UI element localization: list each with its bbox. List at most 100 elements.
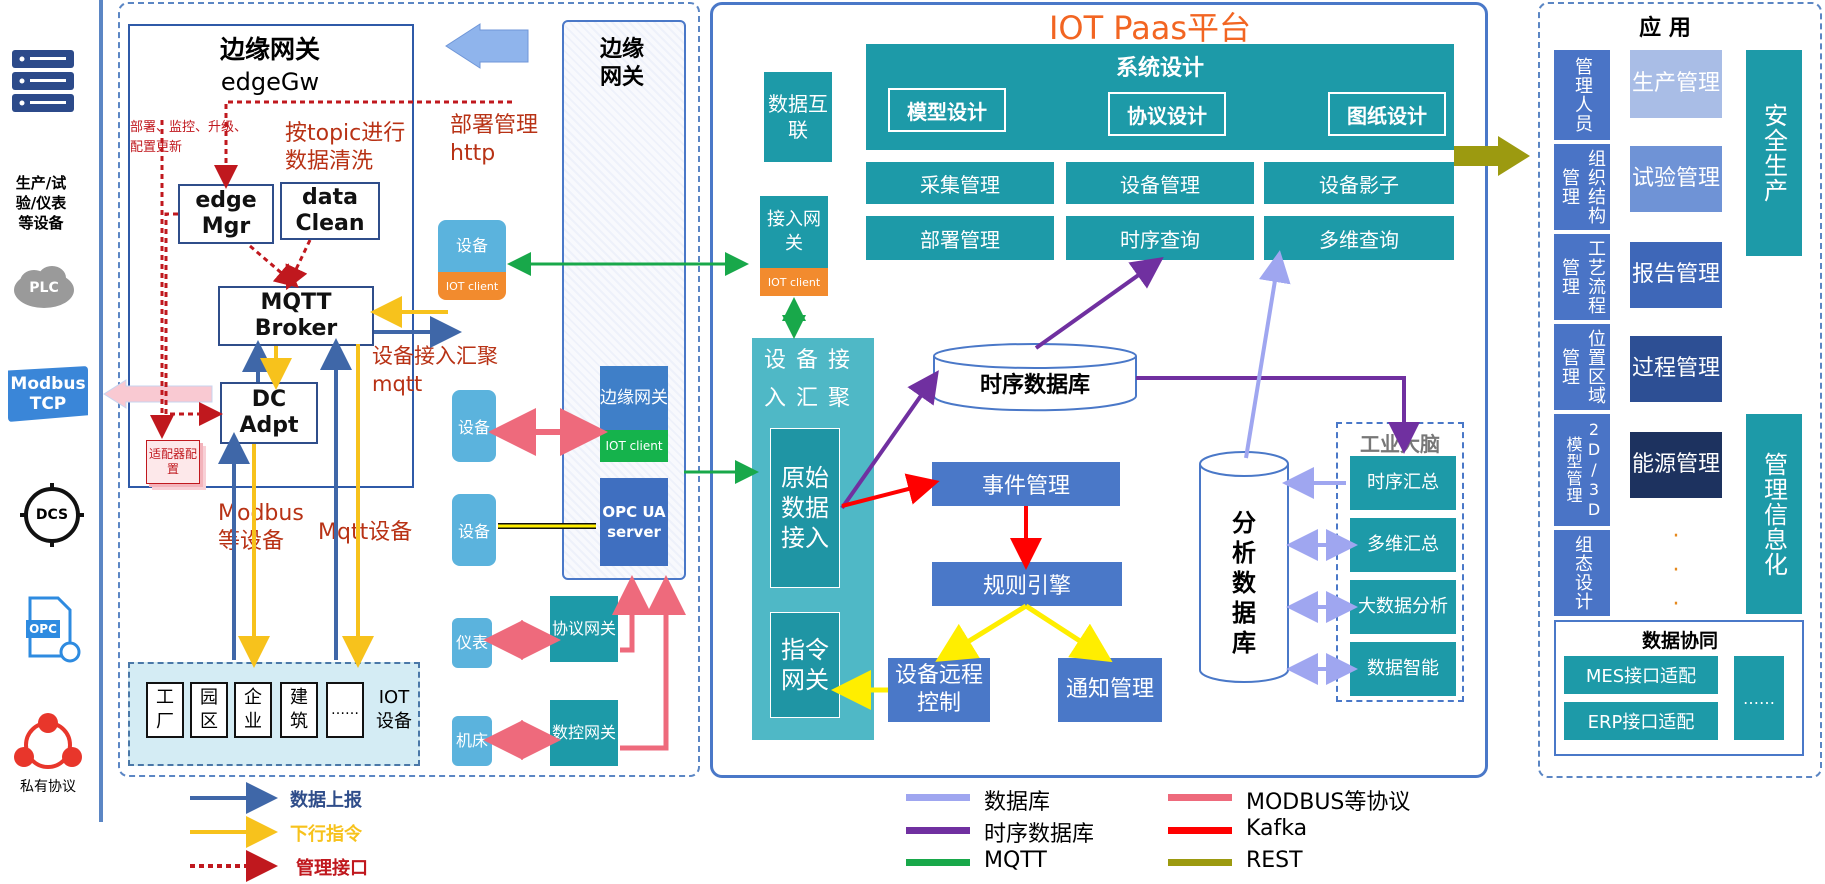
opc-label: OPC: [29, 622, 57, 636]
site-building: 建筑: [280, 682, 318, 738]
meter[interactable]: 仪表: [452, 618, 492, 668]
legend-modbus: MODBUS等协议: [1246, 790, 1411, 815]
machine-tool[interactable]: 机床: [452, 716, 492, 766]
brain-title: 工业大脑: [1360, 431, 1440, 456]
modbus-tcp-badge: Modbus TCP: [8, 366, 88, 422]
device-1-iot-client: IOT client: [438, 272, 506, 300]
edge-gw-subtitle: edgeGw: [220, 68, 320, 96]
plc-label: PLC: [29, 280, 59, 296]
brain-big-data[interactable]: 大数据分析: [1350, 580, 1456, 634]
rule-engine[interactable]: 规则引擎: [932, 562, 1122, 606]
opc-document-icon: [26, 596, 81, 663]
app-test[interactable]: 试验管理: [1630, 146, 1722, 212]
legend-tsdb: 时序数据库: [984, 822, 1095, 847]
data-collab-title: 数据协同: [1641, 629, 1718, 652]
collect-mgmt[interactable]: 采集管理: [866, 162, 1054, 204]
erp-adapter[interactable]: ERP接口适配: [1564, 702, 1718, 740]
protocol-gw[interactable]: 协议网关: [550, 596, 618, 662]
paas-region: [710, 2, 1488, 778]
device-2[interactable]: 设备: [452, 390, 496, 462]
dc-adpt-box[interactable]: DC Adpt: [220, 382, 318, 444]
access-gw-iot-client: IOT client: [760, 268, 828, 296]
device-shadow[interactable]: 设备影子: [1264, 162, 1454, 204]
raw-data-access[interactable]: 原始数据接入: [770, 428, 840, 588]
brain-multi-summary[interactable]: 多维汇总: [1350, 518, 1456, 572]
edge-gw-col-title: 边缘网关: [599, 37, 644, 90]
event-mgmt[interactable]: 事件管理: [932, 462, 1120, 506]
brain-ts-summary[interactable]: 时序汇总: [1350, 456, 1456, 510]
multi-query[interactable]: 多维查询: [1264, 216, 1454, 260]
data-clean-box[interactable]: data Clean: [280, 182, 380, 240]
edge-gw-inner[interactable]: 边缘网关: [600, 366, 668, 430]
device-3[interactable]: 设备: [452, 494, 496, 566]
server-icon: [12, 50, 74, 112]
app-location[interactable]: 位置区域管理: [1554, 324, 1610, 410]
model-design[interactable]: 模型设计: [888, 88, 1006, 132]
deploy-mgmt[interactable]: 部署管理: [866, 216, 1054, 260]
opc-ua-server[interactable]: OPC UA server: [600, 478, 668, 566]
legend-mgmt: 管理接口: [296, 858, 368, 879]
system-design-title: 系统设计: [1115, 56, 1204, 81]
edge-gw-box: [128, 24, 414, 488]
access-gw[interactable]: 接入网关: [760, 196, 828, 268]
deploy-mgmt-label: 部署管理http: [450, 113, 539, 166]
deploy-note: 部署、监控、升级、配置更新: [130, 120, 248, 155]
app-personnel[interactable]: 管理人员: [1554, 50, 1610, 140]
remote-ctrl[interactable]: 设备远程控制: [888, 658, 990, 722]
device-access-title: 设备接入汇聚: [763, 348, 860, 411]
app-safety[interactable]: 安全生产: [1746, 50, 1802, 256]
data-collab-box: [1554, 620, 1804, 756]
site-park: 园区: [190, 682, 228, 738]
site-more: ……: [326, 682, 364, 738]
devices-label: 生产/试验/仪表等设备: [15, 174, 67, 232]
device-mgmt[interactable]: 设备管理: [1066, 162, 1254, 204]
app-process[interactable]: 过程管理: [1630, 336, 1722, 402]
legend-mqtt: MQTT: [984, 848, 1047, 873]
brain-data-intel[interactable]: 数据智能: [1350, 642, 1456, 696]
cmd-gw[interactable]: 指令网关: [770, 612, 840, 718]
protocol-design[interactable]: 协议设计: [1108, 92, 1226, 136]
app-energy[interactable]: 能源管理: [1630, 432, 1722, 498]
legend-kafka: Kafka: [1246, 816, 1308, 841]
dcs-icon: [20, 483, 84, 547]
edge-gw-title: 边缘网关: [219, 35, 320, 64]
paas-title: IOT Paas平台: [1048, 9, 1252, 47]
plc-cloud-icon: [14, 266, 74, 308]
mqtt-dev-label: Mqtt设备: [318, 520, 413, 545]
app-process-flow[interactable]: 工艺流程管理: [1554, 234, 1610, 320]
app-dot-2: ·: [1672, 557, 1680, 583]
left-divider: [99, 0, 103, 822]
private-protocol-icon: [14, 713, 82, 769]
apps-region: [1538, 2, 1822, 778]
mqtt-broker-box[interactable]: MQTT Broker: [218, 286, 374, 346]
mes-adapter[interactable]: MES接口适配: [1564, 656, 1718, 694]
modbus-dev-label: Modbus等设备: [218, 501, 304, 554]
drawing-design[interactable]: 图纸设计: [1328, 92, 1446, 136]
collab-more[interactable]: ……: [1734, 656, 1784, 740]
device-1[interactable]: 设备: [438, 220, 506, 272]
legend-up: 数据上报: [290, 790, 362, 811]
ts-query[interactable]: 时序查询: [1066, 216, 1254, 260]
notify-mgmt[interactable]: 通知管理: [1058, 658, 1162, 722]
app-dot-1: ·: [1672, 523, 1680, 549]
app-production[interactable]: 生产管理: [1630, 50, 1722, 118]
private-protocol-label: 私有协议: [20, 779, 76, 795]
device-agg-label: 设备接入汇聚mqtt: [372, 344, 498, 396]
left-column: 生产/试验/仪表等设备 PLC Modbus TCP DCS OPC 私有协议: [0, 0, 90, 800]
site-factory: 工厂: [146, 682, 184, 738]
app-model[interactable]: 2D/3D模型管理: [1554, 414, 1610, 526]
dcs-label: DCS: [35, 507, 69, 523]
site-enterprise: 企业: [234, 682, 272, 738]
edge-gw-inner-iot-client: IOT client: [600, 430, 668, 462]
nc-gw[interactable]: 数控网关: [550, 700, 618, 766]
analysis-db-label: 分析数据库: [1232, 509, 1256, 657]
app-report[interactable]: 报告管理: [1630, 242, 1722, 308]
system-design-panel: [866, 44, 1454, 150]
app-org[interactable]: 组织结构管理: [1554, 144, 1610, 230]
app-mis[interactable]: 管理信息化: [1746, 414, 1802, 614]
data-interconnect[interactable]: 数据互联: [764, 72, 832, 162]
app-config-design[interactable]: 组态设计: [1554, 530, 1610, 616]
topic-note: 按topic进行数据清洗: [285, 121, 406, 174]
edge-mgr-box[interactable]: edge Mgr: [178, 184, 274, 244]
apps-title: 应 用: [1639, 16, 1691, 41]
